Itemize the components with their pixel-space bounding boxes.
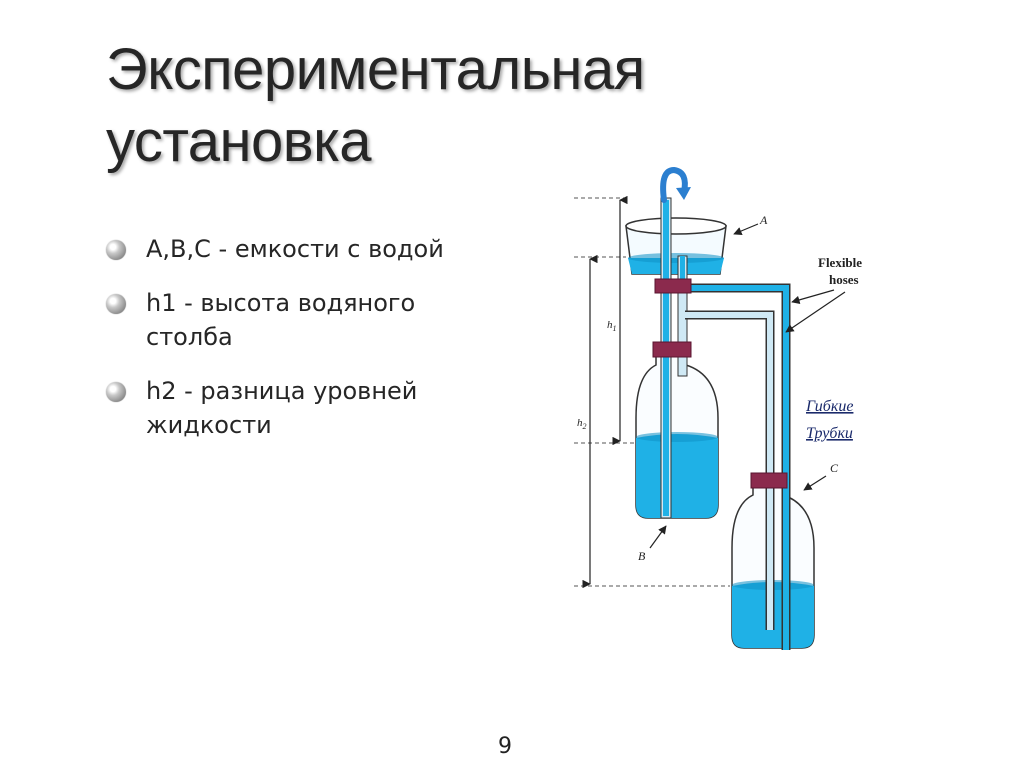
flexible-tubes-annotation: Гибкие Трубки — [805, 398, 853, 442]
flexible-hoses — [685, 283, 791, 650]
title-line-2: установка — [106, 109, 372, 174]
slide-title: Экспериментальная установка — [106, 34, 746, 178]
title-line-1: Экспериментальная — [106, 37, 645, 102]
label-a: A — [759, 213, 768, 227]
h1-subscript: 1 — [613, 324, 617, 333]
h1-label: h — [607, 319, 613, 331]
annotation-line2: Трубки — [806, 425, 853, 442]
bullet-line-2: столба — [146, 323, 233, 351]
annotation-line1: Гибкие — [805, 398, 853, 415]
dimension-h1: h1 — [607, 195, 628, 446]
label-c: C — [830, 461, 839, 475]
bullet-list: A,B,C - емкости с водой h1 - высота водя… — [106, 232, 506, 462]
bullet-line-1: A,B,C - емкости с водой — [146, 235, 444, 263]
stopper-a — [654, 278, 692, 294]
stopper-c — [750, 472, 788, 489]
bullet-line-1: h1 - высота водяного — [146, 289, 416, 317]
bullet-item: A,B,C - емкости с водой — [106, 232, 506, 266]
flexible-hoses-label-line1: Flexible — [818, 255, 862, 270]
page-number: 9 — [498, 734, 512, 759]
overflow-arrow-icon — [660, 166, 691, 203]
container-a — [625, 217, 727, 275]
dimension-h2: h2 — [577, 254, 598, 589]
label-b-group: B — [638, 525, 667, 563]
bullet-icon — [106, 240, 126, 260]
experimental-setup-diagram: h1 h2 — [574, 166, 862, 650]
stopper-b — [652, 341, 692, 358]
label-b: B — [638, 549, 646, 563]
h2-label: h — [577, 417, 583, 429]
flexible-hoses-label-group: Flexible hoses — [785, 255, 862, 333]
flexible-hoses-label-line2: hoses — [829, 272, 859, 287]
stoppers — [652, 278, 788, 489]
bullet-item: h2 - разница уровней жидкости — [106, 374, 506, 442]
svg-text:h2: h2 — [577, 417, 587, 431]
central-tube — [660, 197, 672, 519]
h2-subscript: 2 — [583, 422, 587, 431]
container-b — [635, 351, 719, 519]
label-a-group: A — [733, 213, 768, 235]
bullet-item: h1 - высота водяного столба — [106, 286, 506, 354]
svg-text:h1: h1 — [607, 319, 617, 333]
bullet-icon — [106, 382, 126, 402]
label-c-group: C — [803, 461, 839, 491]
bullet-line-2: жидкости — [146, 411, 272, 439]
bullet-icon — [106, 294, 126, 314]
bullet-line-1: h2 - разница уровней — [146, 377, 418, 405]
